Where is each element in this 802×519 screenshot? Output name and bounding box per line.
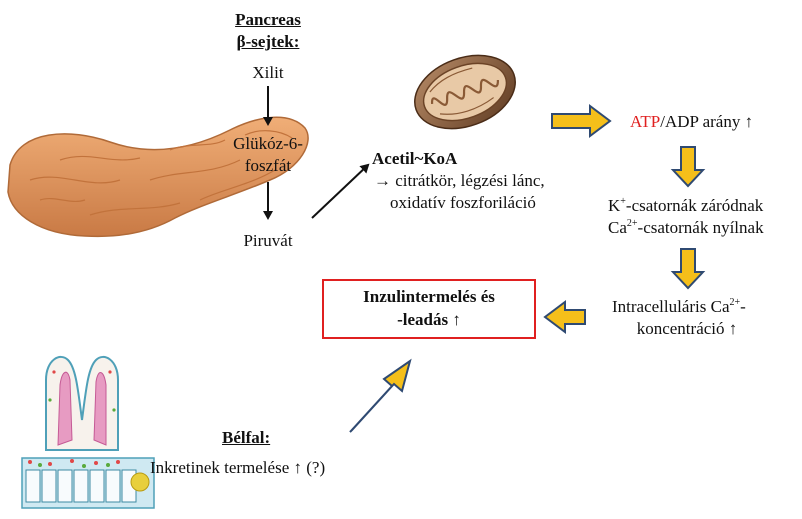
arrow-piruvat-to-acetyl xyxy=(311,163,370,219)
pancreas-header-line2: β-sejtek: xyxy=(236,32,300,51)
label-acetil-koa: Acetil~KoA xyxy=(372,149,458,168)
label-atp: ATP xyxy=(630,112,661,131)
label-calcium-line1: Intracelluláris Ca2+- xyxy=(612,297,746,317)
k-prefix: K xyxy=(608,196,621,215)
ca-rest: -csatornák nyílnak xyxy=(637,218,764,237)
label-inkretinek: Inkretinek termelése ↑ (?) xyxy=(150,458,326,477)
block-arrows xyxy=(349,104,706,433)
insulin-box xyxy=(322,279,536,339)
label-piruvat: Piruvát xyxy=(243,231,293,250)
label-acetil-line3: oxidatív foszforiláció xyxy=(390,193,536,212)
label-acetil-line2: → citrátkör, légzési lánc, xyxy=(374,171,545,190)
pathway-arrows xyxy=(263,86,370,220)
label-k-channels: K+-csatornák záródnak xyxy=(608,196,763,216)
arrow-channels-to-calcium xyxy=(670,248,706,290)
label-g6p-line1: Glükóz-6- xyxy=(233,134,303,153)
ca-prefix: Ca xyxy=(608,218,627,237)
label-calcium-line2: koncentráció ↑ xyxy=(636,319,738,338)
pancreas-illustration xyxy=(7,116,309,238)
label-insulin-line1: Inzulintermelés és xyxy=(363,287,495,306)
pancreas-header-line1: Pancreas xyxy=(235,10,301,29)
label-xilit: Xilit xyxy=(252,63,284,82)
k-rest: -csatornák záródnak xyxy=(625,196,764,215)
arrow-mito-to-atp xyxy=(551,104,612,138)
calcium-suffix: - xyxy=(740,297,746,316)
label-ca-channels: Ca2+-csatornák nyílnak xyxy=(608,218,764,238)
calcium-prefix: Intracelluláris Ca xyxy=(612,297,730,316)
arrow-atp-to-channels xyxy=(670,146,706,188)
intestinal-villi-illustration xyxy=(21,355,155,509)
label-adp-arany: /ADP arány ↑ xyxy=(660,112,754,131)
mitochondrion-illustration xyxy=(414,54,516,130)
label-belfal: Bélfal: xyxy=(222,428,271,447)
label-g6p-line2: foszfát xyxy=(244,156,292,175)
arrow-gut-to-insulin xyxy=(349,358,412,433)
label-atp-adp: ATP/ADP arány ↑ xyxy=(630,112,753,132)
k-sup: + xyxy=(620,196,626,207)
calcium-sup: 2+ xyxy=(729,297,741,308)
arrow-calcium-to-insulin xyxy=(543,300,586,334)
label-insulin-line2: -leadás ↑ xyxy=(397,310,461,329)
ca-sup: 2+ xyxy=(626,218,638,229)
